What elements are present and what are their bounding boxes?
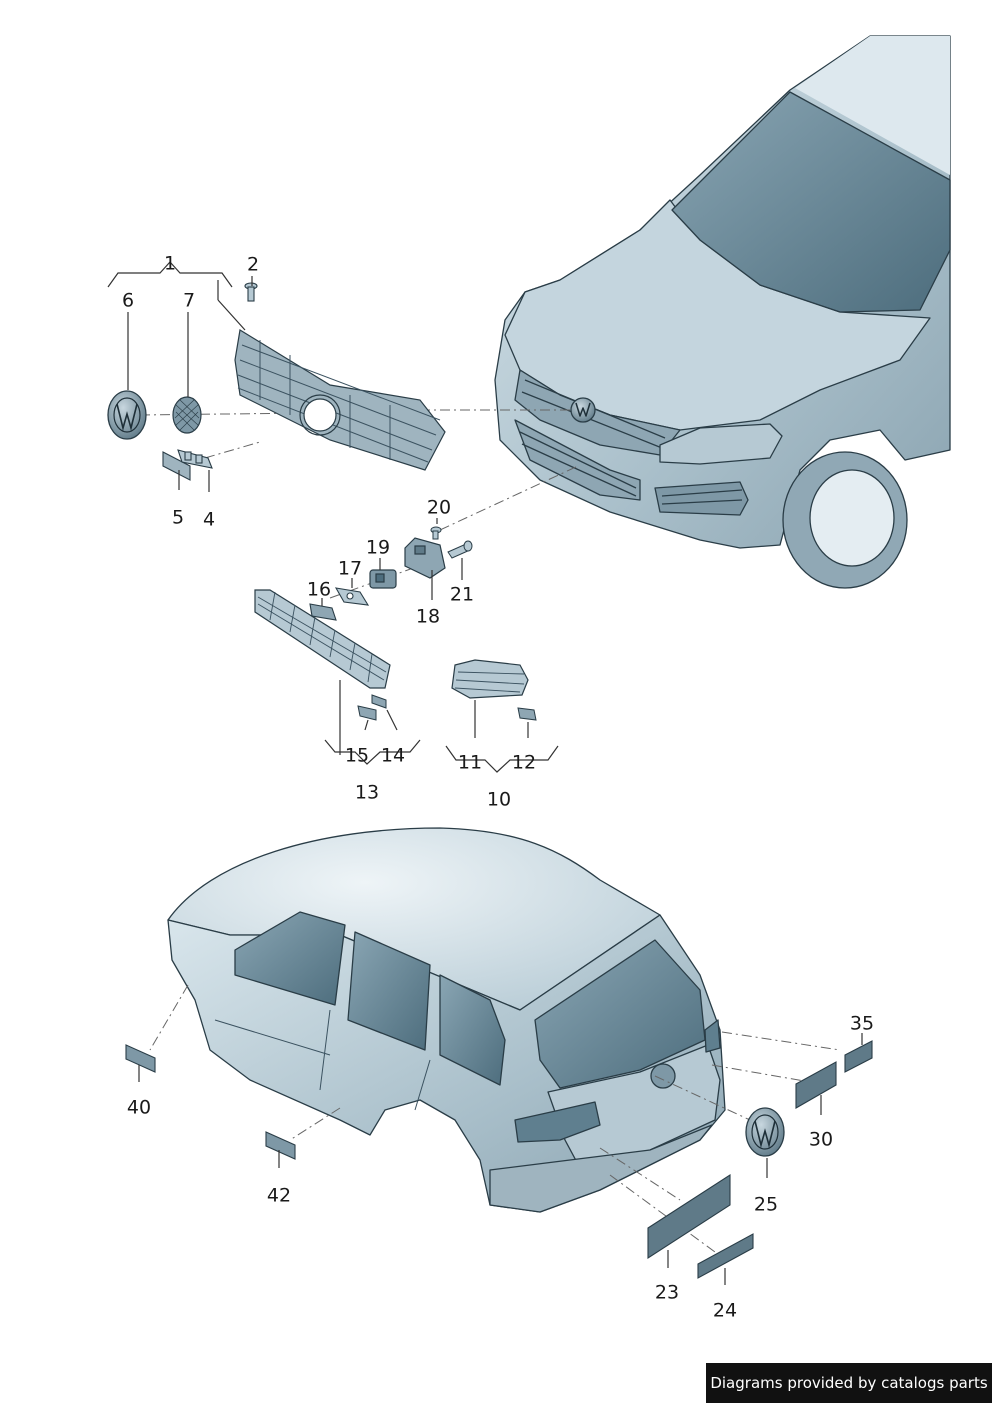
rear-leader-lines	[149, 984, 841, 1253]
front-vehicle-roof	[795, 36, 950, 175]
clip-5	[162, 451, 191, 481]
callout-16: 16	[306, 578, 332, 601]
clip-12	[517, 707, 537, 721]
callout-30: 30	[808, 1128, 834, 1151]
callout-17: 17	[337, 557, 363, 580]
front-vehicle-windshield	[671, 91, 951, 313]
rear-vehicle-side-window-middle	[347, 931, 431, 1051]
front-vehicle-fog-light	[654, 481, 749, 516]
screw-2	[244, 282, 258, 302]
badge-42	[265, 1131, 296, 1160]
callout-19: 19	[365, 536, 391, 559]
callout-20: 20	[426, 496, 452, 519]
callout-35: 35	[849, 1012, 875, 1035]
clip-4	[177, 449, 213, 469]
callout-11: 11	[457, 751, 483, 774]
fog-light-grille-10	[451, 659, 529, 699]
radiator-grille-1	[234, 329, 446, 471]
holder-17	[334, 587, 370, 606]
bracket-18	[404, 537, 446, 579]
rear-vehicle-bumper	[489, 1124, 713, 1213]
vw-emblem-icon	[107, 390, 147, 440]
holder-16	[309, 603, 337, 621]
sensor-19	[369, 569, 397, 589]
clip-14	[371, 694, 387, 709]
callout-18: 18	[415, 605, 441, 628]
rear-vehicle-roof	[167, 827, 661, 1011]
callout-4: 4	[202, 508, 216, 531]
rear-vehicle-side-window-front	[234, 911, 346, 1006]
front-vehicle	[494, 35, 951, 589]
mesh-base-plate-7	[172, 396, 202, 434]
rear-vehicle-tail-light	[514, 1101, 601, 1143]
callout-6: 6	[121, 289, 135, 312]
callout-15: 15	[344, 744, 370, 767]
callout-24: 24	[712, 1299, 738, 1322]
bolt-21	[447, 540, 473, 559]
badge-40	[125, 1044, 156, 1073]
badge-30	[795, 1061, 837, 1109]
front-vehicle-headlight	[659, 423, 783, 465]
callout-40: 40	[126, 1096, 152, 1119]
callout-25: 25	[753, 1193, 779, 1216]
rear-vehicle-side-window-rear	[439, 974, 506, 1086]
callout-2: 2	[246, 253, 260, 276]
callout-7: 7	[182, 289, 196, 312]
rear-callout-leaders	[138, 1033, 863, 1285]
rear-vehicle-tailgate	[547, 1044, 721, 1169]
callout-leaders	[107, 261, 559, 773]
callout-10: 10	[486, 788, 512, 811]
rear-vehicle-emblem-icon	[650, 1063, 676, 1089]
callout-21: 21	[449, 583, 475, 606]
clip-15	[357, 705, 377, 721]
rear-vehicle	[167, 827, 726, 1213]
rear-vehicle-rear-window	[534, 939, 706, 1089]
callout-23: 23	[654, 1281, 680, 1304]
callout-1: 1	[163, 252, 177, 275]
callout-13: 13	[354, 781, 380, 804]
badge-35	[844, 1040, 873, 1073]
callout-5: 5	[171, 506, 185, 529]
callout-14: 14	[380, 744, 406, 767]
diagram-credit-banner: Diagrams provided by catalogs parts	[706, 1363, 992, 1403]
rear-vw-emblem-icon	[745, 1107, 785, 1157]
screw-20	[430, 526, 442, 540]
callout-12: 12	[511, 751, 537, 774]
plate-24	[697, 1233, 754, 1279]
callout-42: 42	[266, 1184, 292, 1207]
plate-23	[647, 1173, 731, 1260]
rear-vehicle-tail-light-right	[704, 1019, 721, 1053]
lower-grille-13	[254, 589, 391, 689]
